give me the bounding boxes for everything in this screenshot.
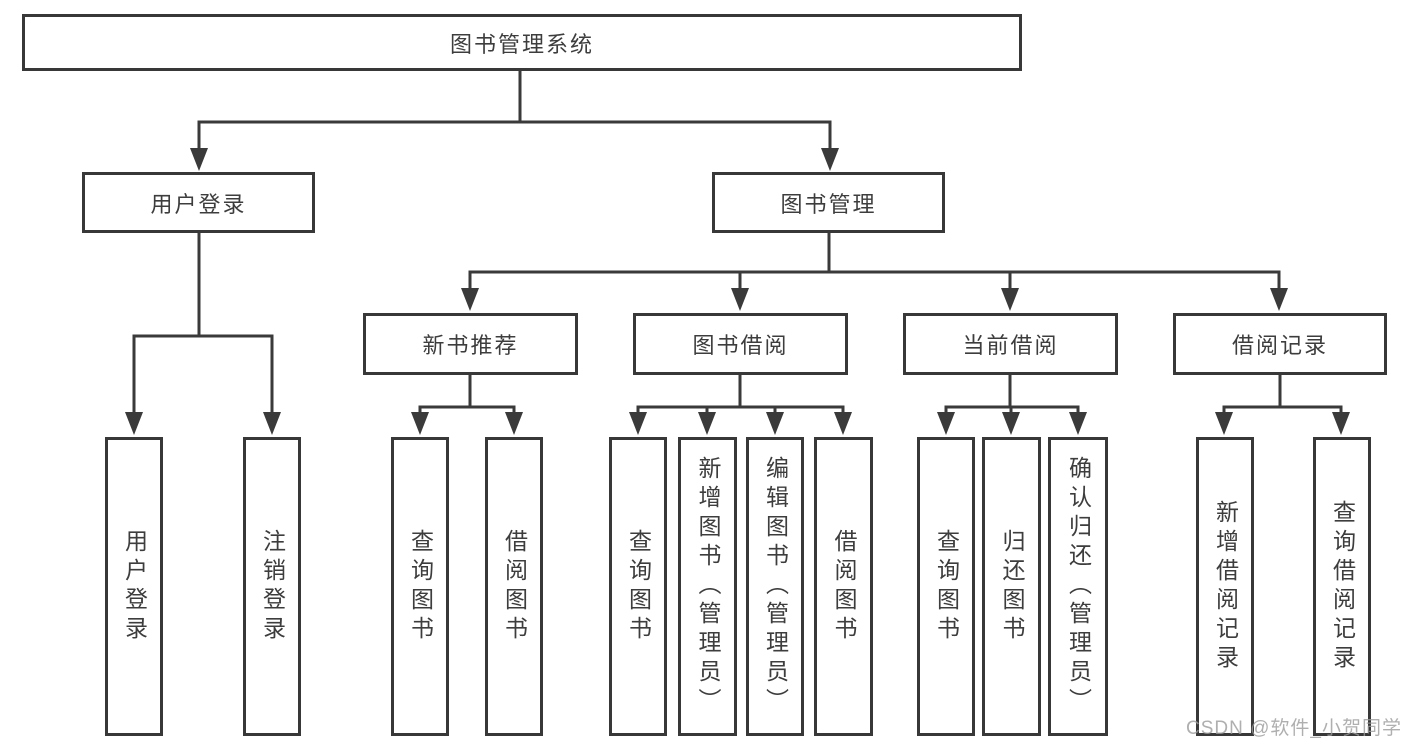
node-label: 用户登录: [150, 191, 247, 217]
node-current-borrow: 当前借阅: [903, 313, 1118, 375]
node-book-management: 图书管理: [712, 172, 945, 233]
node-label: 新书推荐: [422, 333, 519, 358]
leaf-confirm-return-admin: 确认归还（管理员）: [1048, 437, 1108, 736]
login-to-leaves-connector: [125, 233, 281, 435]
leaf-label: 查询图书: [933, 528, 960, 645]
node-label: 图书管理系统: [449, 31, 594, 57]
leaf-return-books: 归还图书: [982, 437, 1041, 736]
node-label: 图书管理: [780, 191, 877, 217]
leaf-label: 查询图书: [407, 528, 434, 645]
leaf-user-login: 用户登录: [105, 437, 163, 736]
management-to-level3-connector: [461, 233, 1288, 311]
records-to-leaves-connector: [1215, 375, 1350, 435]
leaf-query-books-nb: 查询图书: [391, 437, 449, 736]
leaf-query-books-current: 查询图书: [917, 437, 975, 736]
leaf-label: 用户登录: [121, 528, 148, 645]
leaf-label: 注销登录: [259, 528, 286, 645]
leaf-query-books-borrow: 查询图书: [609, 437, 667, 736]
leaf-label: 新增图书（管理员）: [695, 456, 721, 717]
current-to-leaves-connector: [937, 375, 1087, 435]
leaf-add-books-admin: 新增图书（管理员）: [678, 437, 737, 736]
node-root-system: 图书管理系统: [22, 14, 1022, 71]
leaf-label: 借阅图书: [831, 528, 857, 645]
leaf-label: 确认归还（管理员）: [1065, 456, 1092, 717]
node-new-book-recommend: 新书推荐: [363, 313, 578, 375]
leaf-label: 归还图书: [999, 528, 1025, 645]
root-to-level2-connector: [190, 70, 839, 171]
leaf-label: 编辑图书（管理员）: [762, 456, 789, 717]
node-book-borrow: 图书借阅: [633, 313, 848, 375]
newbook-to-leaves-connector: [411, 375, 523, 435]
node-label: 借阅记录: [1231, 333, 1328, 358]
leaf-edit-books-admin: 编辑图书（管理员）: [746, 437, 804, 736]
leaf-borrow-books: 借阅图书: [814, 437, 873, 736]
node-label: 当前借阅: [962, 333, 1059, 358]
leaf-logout: 注销登录: [243, 437, 301, 736]
node-borrow-records: 借阅记录: [1173, 313, 1387, 375]
node-user-login: 用户登录: [82, 172, 315, 233]
leaf-label: 新增借阅记录: [1212, 499, 1239, 674]
leaf-borrow-books-nb: 借阅图书: [485, 437, 543, 736]
leaf-add-borrow-record: 新增借阅记录: [1196, 437, 1254, 736]
csdn-watermark: CSDN @软件_小贺同学: [1186, 718, 1402, 739]
leaf-label: 查询图书: [625, 528, 652, 645]
leaf-label: 借阅图书: [501, 528, 528, 645]
leaf-label: 查询借阅记录: [1329, 499, 1356, 674]
leaf-query-borrow-record: 查询借阅记录: [1313, 437, 1371, 736]
borrow-to-leaves-connector: [629, 375, 852, 435]
node-label: 图书借阅: [692, 333, 789, 358]
